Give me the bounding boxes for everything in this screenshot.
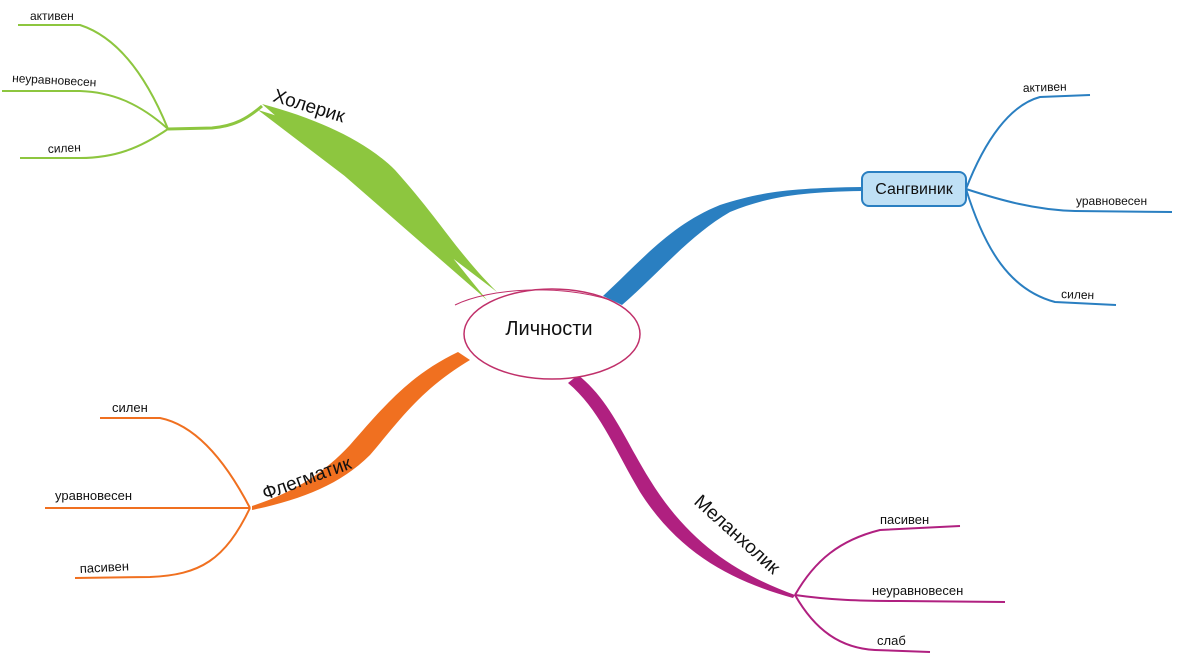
leaf-line-melanholik-1 [794,525,961,596]
branch-holerik: Холерик активен неуравновесен силен [2,9,497,300]
leaf-label-holerik-1: активен [30,9,74,23]
leaf-label-melanholik-1: пасивен [880,512,929,527]
leaf-label-holerik-2: неуравновесен [12,71,97,89]
leaf-line-holerik-3 [20,128,169,159]
leaf-line-sangvinik-2 [965,188,1173,213]
leaf-line-holerik-2 [2,90,169,130]
connector-sangvinik [603,187,862,305]
branch-flegmatik: Флегматик силен уравновесен пасивен [45,352,470,579]
center-label: Личности [505,318,592,340]
leaf-label-sangvinik-1: активен [1023,79,1067,95]
connector-holerik [258,104,497,300]
leaf-line-flegmatik-1 [100,417,251,509]
leaf-label-sangvinik-3: силен [1061,287,1094,302]
leaf-line-sangvinik-3 [965,188,1117,306]
leaf-label-flegmatik-1: силен [112,400,148,415]
leaf-label-holerik-3: силен [47,140,81,156]
leaf-label-melanholik-2: неуравновесен [872,583,963,598]
branch-label-melanholik-text: Меланхолик [690,491,785,579]
center-node[interactable]: Личности [454,288,641,380]
leaf-line-holerik-1 [18,24,169,130]
leaf-label-flegmatik-3: пасивен [79,558,129,576]
leaf-label-flegmatik-2: уравновесен [55,488,132,503]
leaf-line-flegmatik-3 [74,507,251,579]
leaf-line-sangvinik-1 [965,94,1091,190]
stem-holerik [167,104,263,131]
leaf-label-melanholik-3: слаб [877,633,906,648]
branch-melanholik: Меланхолик пасивен неуравновесен слаб [568,375,1006,653]
leaf-line-melanholik-3 [794,594,931,653]
branch-label-sangvinik: Сангвиник [875,181,954,198]
leaf-line-melanholik-2 [794,594,1006,603]
branch-sangvinik: Сангвиник активен уравновесен силен [603,79,1173,306]
branch-label-flegmatik: Флегматик [260,453,355,505]
connector-melanholik [568,375,795,598]
connector-flegmatik [252,352,470,510]
leaf-label-sangvinik-2: уравновесен [1076,194,1147,208]
center-sketch-stroke [454,289,611,306]
center-ellipse[interactable] [463,288,641,380]
